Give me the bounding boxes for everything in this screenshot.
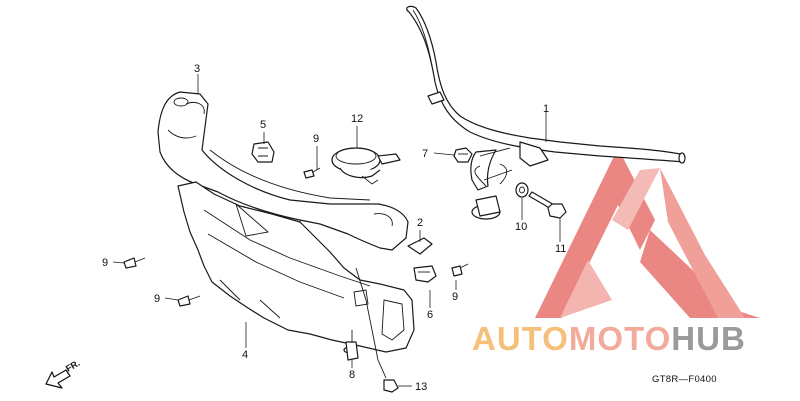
part-screw-9d: [451, 263, 469, 277]
reference-code: GT8R—F0400: [652, 374, 717, 385]
callout-10: 10: [515, 221, 527, 233]
watermark-auto: AUTO: [472, 320, 569, 357]
callout-3: 3: [194, 63, 200, 75]
part-screw-9a: [303, 167, 321, 179]
callout-5: 5: [260, 119, 266, 131]
callout-4: 4: [242, 349, 248, 361]
part-grommet-12: [331, 147, 401, 185]
watermark-moto: MOTO: [569, 320, 671, 357]
callout-13: 13: [415, 381, 427, 393]
svg-text:AUTOMOTOHUB: AUTOMOTOHUB: [472, 320, 746, 357]
part-bolt-8: [343, 330, 359, 361]
callout-9-lower-left: 9: [154, 293, 160, 305]
part-clip-6: [413, 265, 437, 283]
part-bolt-11: [528, 191, 567, 219]
lower-handlebar-cover: [177, 181, 415, 353]
callout-6: 6: [427, 309, 433, 321]
part-washer-10: [515, 182, 529, 198]
direction-label: FR.: [64, 358, 82, 374]
callout-12: 12: [351, 113, 363, 125]
callout-8: 8: [349, 369, 355, 381]
callout-9-top: 9: [313, 133, 319, 145]
watermark-logo: [535, 148, 760, 318]
watermark-text: AUTOMOTOHUB: [472, 320, 746, 357]
callout-9-left: 9: [102, 257, 108, 269]
part-nut-7: [453, 147, 473, 163]
leader-lines: [112, 74, 561, 387]
callout-9-right: 9: [452, 291, 458, 303]
callout-1: 1: [543, 103, 549, 115]
callout-2: 2: [417, 217, 423, 229]
handlebar-pipe: [406, 5, 686, 220]
front-direction-arrow: FR.: [45, 358, 82, 389]
part-screw-9b: [123, 257, 146, 269]
part-screw-9c: [177, 295, 201, 307]
part-clip-5: [251, 141, 275, 163]
callout-11: 11: [555, 243, 566, 255]
callout-7: 7: [422, 148, 428, 160]
part-clip-2: [407, 237, 433, 255]
watermark-hub: HUB: [671, 320, 746, 357]
part-screw-13: [355, 267, 399, 393]
